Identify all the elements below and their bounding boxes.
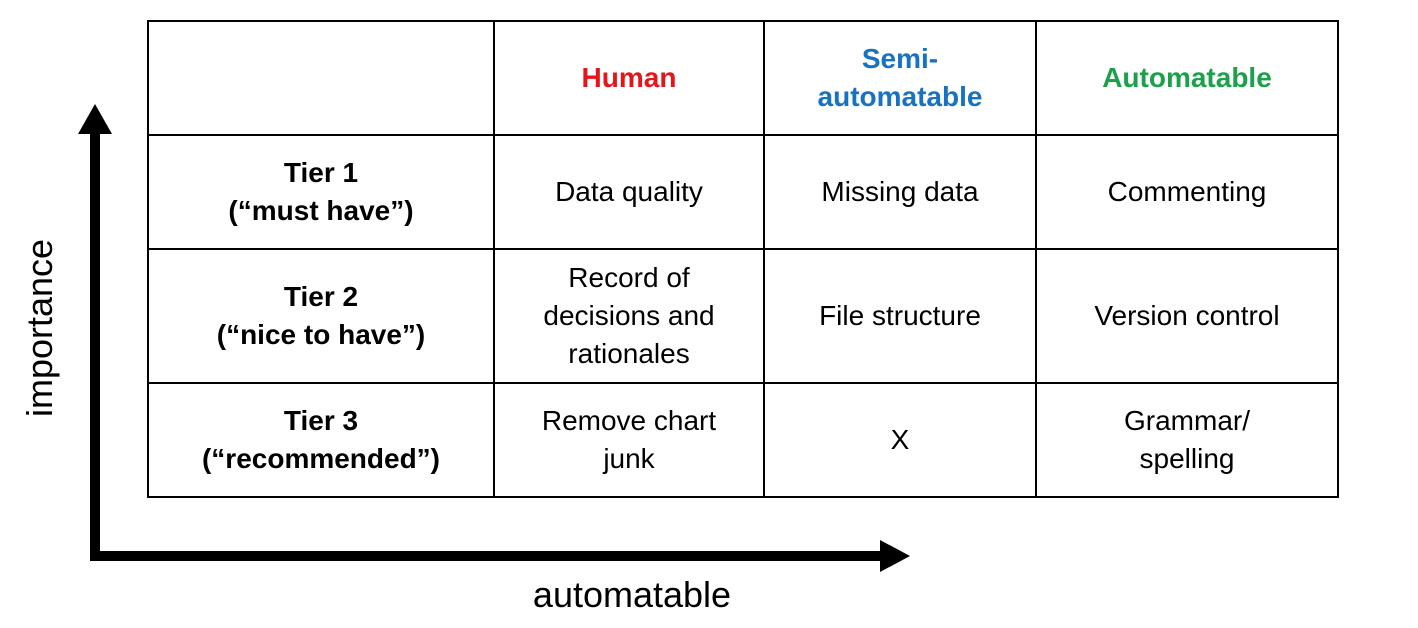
y-axis-label: importance [19,238,60,418]
tier-2-human-cell: Record of decisions and rationales [493,248,765,384]
tier-3-semi-automatable-cell: X [763,382,1037,498]
tier-matrix-table: Human Semi- automatable Automatable Tier… [147,20,1339,498]
tier-1-label: Tier 1 (“must have”) [147,134,495,250]
tier-1-human-cell: Data quality [493,134,765,250]
header-row: Human Semi- automatable Automatable [147,20,1339,136]
corner-cell [147,20,495,136]
tier-2-semi-automatable-cell: File structure [763,248,1037,384]
column-header-human: Human [493,20,765,136]
x-axis-arrowhead [880,540,910,572]
tier-1-automatable-cell: Commenting [1035,134,1339,250]
tier-3-row: Tier 3 (“recommended”) Remove chart junk… [147,382,1339,498]
tier-3-automatable-cell: Grammar/ spelling [1035,382,1339,498]
tier-2-row: Tier 2 (“nice to have”) Record of decisi… [147,248,1339,384]
column-header-automatable: Automatable [1035,20,1339,136]
tier-3-label: Tier 3 (“recommended”) [147,382,495,498]
tier-3-human-cell: Remove chart junk [493,382,765,498]
tier-2-label: Tier 2 (“nice to have”) [147,248,495,384]
tier-1-row: Tier 1 (“must have”) Data quality Missin… [147,134,1339,250]
column-header-semi-automatable: Semi- automatable [763,20,1037,136]
tier-2-automatable-cell: Version control [1035,248,1339,384]
y-axis-arrowhead [78,104,112,134]
tier-1-semi-automatable-cell: Missing data [763,134,1037,250]
x-axis-label: automatable [532,574,732,615]
